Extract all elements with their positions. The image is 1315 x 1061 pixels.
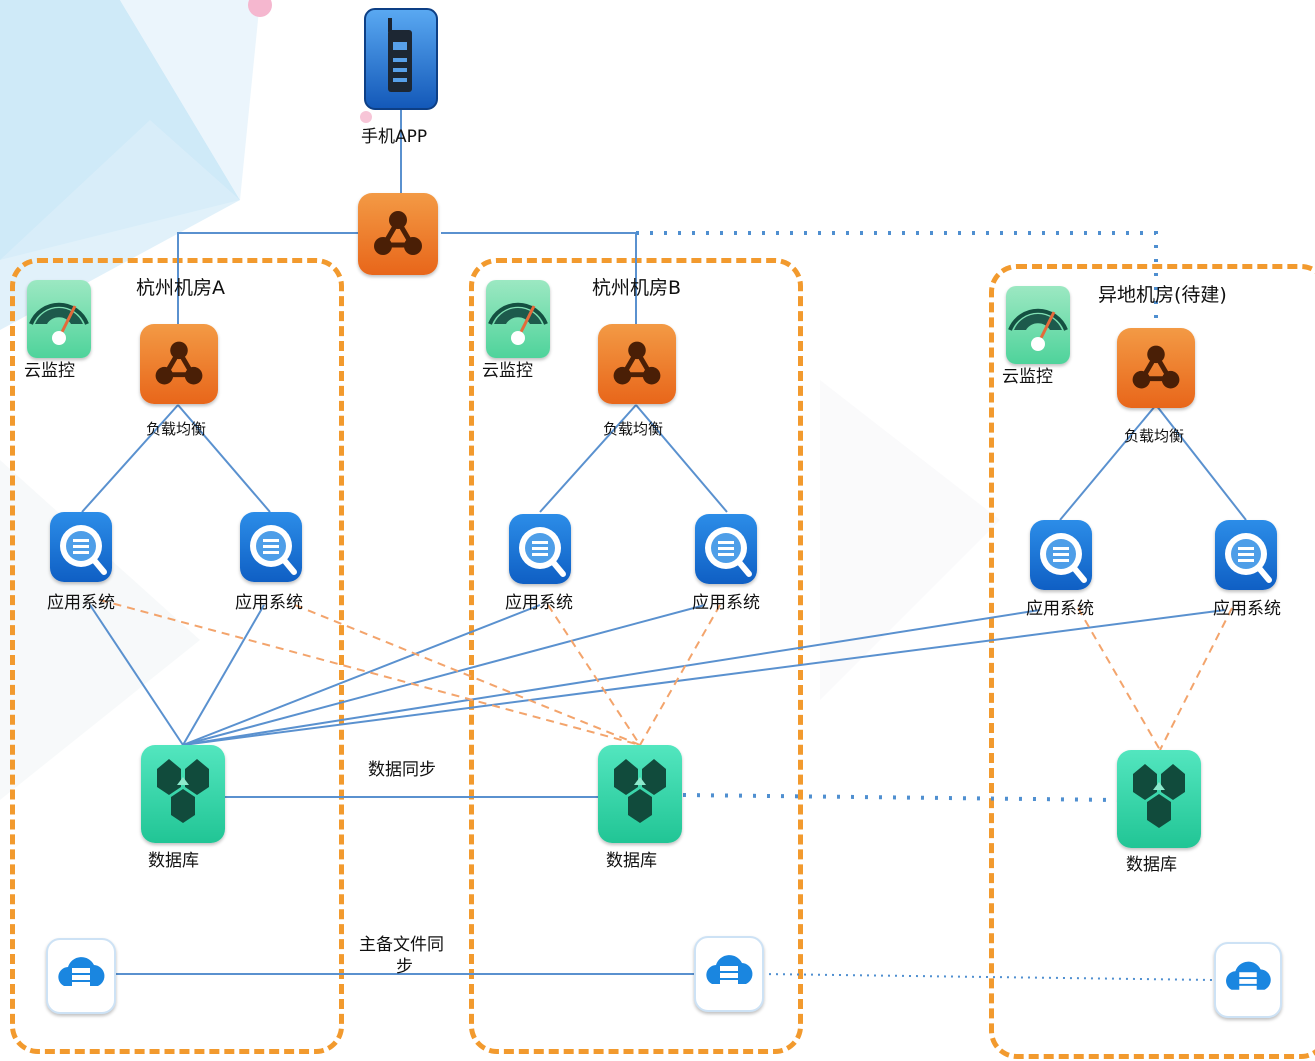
room-c-title: 异地机房(待建) <box>1098 284 1227 306</box>
load-balancer-icon <box>613 341 661 385</box>
room-a-title: 杭州机房A <box>136 277 225 299</box>
room-c-app-2-label: 应用系统 <box>1213 599 1281 619</box>
room-b-cloud-monitor[interactable] <box>486 280 550 358</box>
room-a-cloud-monitor[interactable] <box>27 280 91 358</box>
room-c-database-label: 数据库 <box>1126 855 1177 875</box>
room-a-database[interactable] <box>141 745 225 843</box>
room-b-load-balancer[interactable] <box>598 324 676 404</box>
room-b-database[interactable] <box>598 745 682 843</box>
room-c-database[interactable] <box>1117 750 1201 848</box>
app-a2-to-db-a-link <box>182 604 265 746</box>
room-c-cloud-monitor[interactable] <box>1006 286 1070 364</box>
database-icon <box>157 759 209 823</box>
room-b-cloud-monitor-label: 云监控 <box>482 361 533 381</box>
gauge-icon <box>488 302 548 345</box>
data-sync-label: 数据同步 <box>368 760 436 780</box>
room-a-cloud-monitor-label: 云监控 <box>24 361 75 381</box>
lb-b-to-app-b1-link <box>539 404 637 513</box>
database-icon <box>614 759 666 823</box>
app-b2-to-db-a-link <box>182 604 706 746</box>
file-sync-label-line1: 主备文件同 <box>359 935 444 955</box>
room-a-file-storage[interactable] <box>46 938 116 1014</box>
app-system-icon <box>1040 533 1087 583</box>
global-lb-to-lb-c-link <box>636 231 1158 320</box>
app-system-icon <box>60 525 107 575</box>
lb-a-to-app-a2-link <box>177 404 271 513</box>
load-balancer-icon <box>155 341 203 385</box>
room-a-app-2-label: 应用系统 <box>235 593 303 613</box>
room-b-title: 杭州机房B <box>592 277 682 299</box>
room-a-app-1-label: 应用系统 <box>47 593 115 613</box>
room-b-app-1[interactable] <box>509 514 571 584</box>
app-system-icon <box>250 525 297 575</box>
cloud-storage-icon <box>706 955 753 985</box>
app-c2-to-db-a-link <box>182 609 1226 746</box>
room-a-database-label: 数据库 <box>148 851 199 871</box>
app-system-icon <box>705 527 752 577</box>
cloud-storage-icon <box>58 957 105 987</box>
app-system-icon <box>1225 533 1272 583</box>
room-b-app-1-label: 应用系统 <box>505 593 573 613</box>
app-b1-to-db-a-link <box>182 604 541 746</box>
lb-c-to-app-c1-link <box>1059 404 1157 521</box>
room-c-file-storage[interactable] <box>1214 942 1282 1018</box>
room-c-app-1-label: 应用系统 <box>1026 599 1094 619</box>
gauge-icon <box>1008 308 1068 351</box>
app-c2-to-db-c-standby-link <box>1159 607 1233 751</box>
room-c-cloud-monitor-label: 云监控 <box>1002 367 1053 387</box>
lb-b-to-app-b2-link <box>635 404 728 513</box>
app-system-icon <box>519 527 566 577</box>
room-a-app-2[interactable] <box>240 512 302 582</box>
global-load-balancer[interactable] <box>358 193 438 275</box>
file-sync-label-line2: 步 <box>396 957 413 977</box>
room-c-load-balancer[interactable] <box>1117 328 1195 408</box>
load-balancer-icon <box>374 211 422 255</box>
room-c-app-2[interactable] <box>1215 520 1277 590</box>
database-icon <box>1133 764 1185 828</box>
db-b-to-db-c-sync-link <box>682 793 1119 802</box>
lb-c-to-app-c2-link <box>1155 404 1247 521</box>
storage-b-to-storage-c-link <box>761 973 1215 981</box>
cloud-storage-icon <box>1226 961 1271 991</box>
gauge-icon <box>29 302 89 345</box>
mobile-app-label: 手机APP <box>361 127 428 147</box>
room-a-app-1[interactable] <box>50 512 112 582</box>
app-b2-to-db-b-standby-link <box>639 604 721 746</box>
room-b-app-2-label: 应用系统 <box>692 593 760 613</box>
room-b-database-label: 数据库 <box>606 851 657 871</box>
app-a1-to-db-b-standby-link <box>99 599 641 746</box>
app-a2-to-db-b-standby-link <box>294 604 641 746</box>
mobile-phone-icon <box>364 8 438 110</box>
mobile-app-node[interactable] <box>364 8 438 110</box>
room-a-load-balancer[interactable] <box>140 324 218 404</box>
app-c1-to-db-c-standby-link <box>1077 607 1161 751</box>
room-c-load-balancer-label: 负载均衡 <box>1124 427 1185 445</box>
room-b-app-2[interactable] <box>695 514 757 584</box>
app-c1-to-db-a-link <box>182 609 1041 746</box>
lb-a-to-app-a1-link <box>81 404 179 513</box>
room-zone-c <box>989 264 1315 1059</box>
room-c-app-1[interactable] <box>1030 520 1092 590</box>
global-lb-to-lb-a-link <box>177 232 358 325</box>
app-a1-to-db-a-link <box>89 604 184 746</box>
room-b-load-balancer-label: 负载均衡 <box>603 420 664 438</box>
room-a-load-balancer-label: 负载均衡 <box>146 420 207 438</box>
room-b-file-storage[interactable] <box>694 936 764 1012</box>
load-balancer-icon <box>1132 345 1180 389</box>
